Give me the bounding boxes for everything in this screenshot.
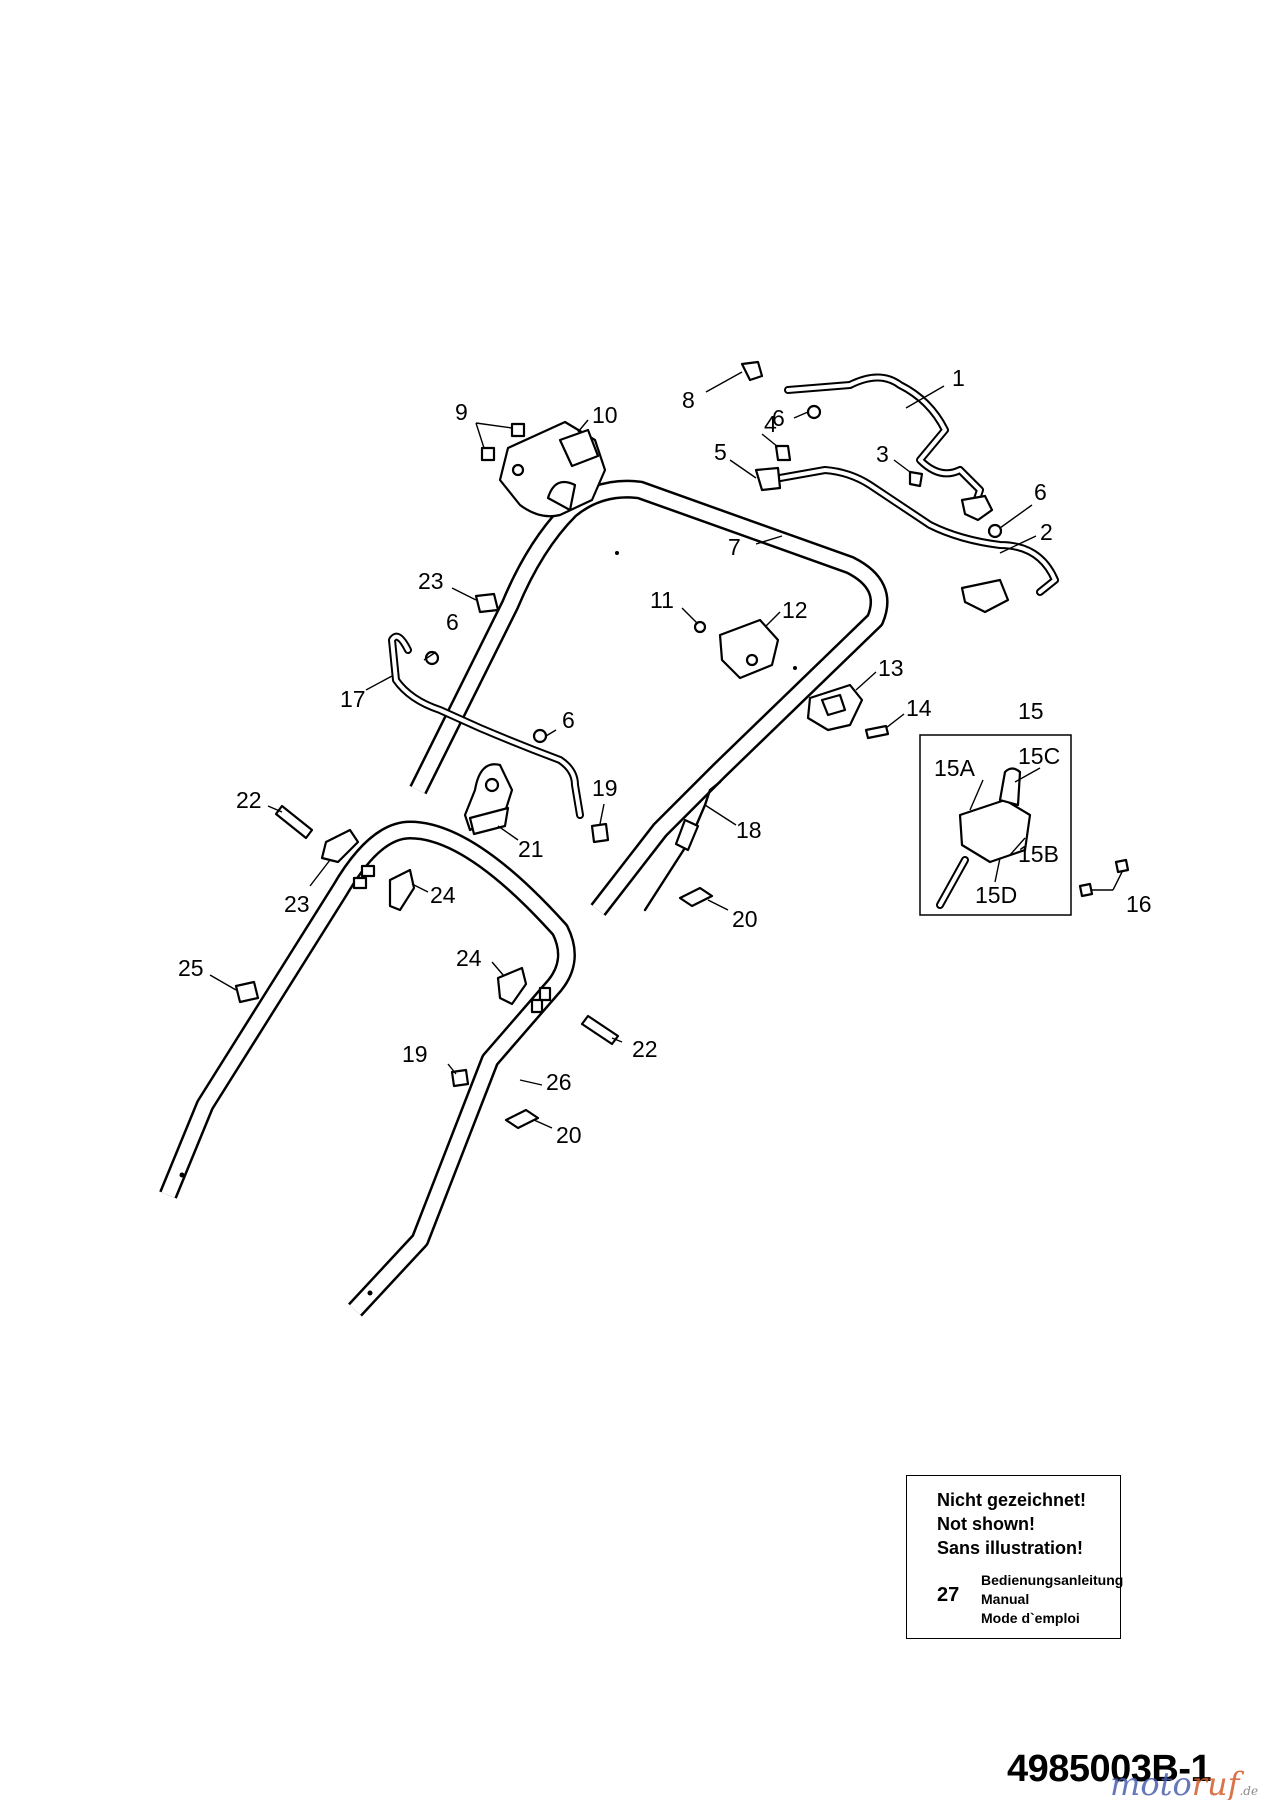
callout-12: 12 (782, 597, 808, 623)
cover-housing-part-10 (498, 420, 607, 518)
callout-17: 17 (340, 686, 366, 712)
callout-15a: 15A (934, 755, 976, 781)
callout-19-upper: 19 (592, 775, 618, 801)
callout-6-upper: 6 (772, 405, 785, 431)
not-shown-line-de: Nicht gezeichnet! (937, 1490, 1087, 1510)
callout-24-upper: 24 (430, 882, 456, 908)
callout-16: 16 (1126, 891, 1152, 917)
not-shown-item-number: 27 (937, 1584, 960, 1606)
control-assembly-box-part-15 (919, 734, 1072, 916)
callout-1: 1 (952, 365, 965, 391)
callout-6-right: 6 (1034, 479, 1047, 505)
manual-name-en: Manual (981, 1591, 1030, 1607)
callout-3: 3 (876, 441, 889, 467)
not-shown-box: Nicht gezeichnet! Not shown! Sans illust… (906, 1475, 1124, 1639)
callout-2: 2 (1040, 519, 1053, 545)
callout-10: 10 (592, 402, 618, 428)
callout-20-upper: 20 (732, 906, 758, 932)
callout-5: 5 (714, 439, 727, 465)
callout-26: 26 (546, 1069, 572, 1095)
upper-handle-part-7 (409, 479, 889, 916)
manual-name-de: Bedienungsanleitung (981, 1572, 1124, 1588)
hardware-parts (234, 360, 1130, 1130)
callout-21: 21 (518, 836, 544, 862)
callout-18: 18 (736, 817, 762, 843)
callout-22-left: 22 (236, 787, 262, 813)
callout-23-upper: 23 (418, 568, 444, 594)
callout-19-lower: 19 (402, 1041, 428, 1067)
callout-25: 25 (178, 955, 204, 981)
callout-7: 7 (728, 534, 741, 560)
callout-14: 14 (906, 695, 932, 721)
callout-15c: 15C (1018, 743, 1060, 769)
clip-part-12 (718, 618, 780, 680)
callout-24-lower: 24 (456, 945, 482, 971)
callout-6-middle: 6 (562, 707, 575, 733)
callout-15: 15 (1018, 698, 1044, 724)
callout-4: 4 (764, 411, 777, 437)
callout-9: 9 (455, 399, 468, 425)
not-shown-line-en: Not shown! (937, 1514, 1035, 1534)
watermark-part1: moto (1110, 1765, 1192, 1800)
bracket-part-21 (463, 763, 514, 836)
manual-name-fr: Mode d`emploi (981, 1610, 1080, 1626)
watermark-suffix: .de (1239, 1784, 1259, 1798)
document-id: 4985003B-1 (1007, 1748, 1212, 1790)
bracket-part-13 (806, 683, 864, 732)
watermark-logo: motoruf.de (1110, 1765, 1258, 1800)
callout-15b: 15B (1018, 841, 1059, 867)
lever-part-2 (776, 466, 1059, 614)
leader-lines (209, 371, 1123, 1129)
callout-labels: 1 2 3 4 5 6 6 6 6 7 8 9 10 11 12 13 14 1… (178, 365, 1152, 1148)
watermark-part2: ruf (1191, 1765, 1240, 1800)
callout-11: 11 (650, 587, 674, 613)
callout-22-right: 22 (632, 1036, 658, 1062)
callout-8: 8 (682, 387, 695, 413)
callout-20-lower: 20 (556, 1122, 582, 1148)
callout-13: 13 (878, 655, 904, 681)
callout-15d: 15D (975, 882, 1017, 908)
callout-23-lower: 23 (284, 891, 310, 917)
wire-bail-part-17 (388, 632, 584, 819)
not-shown-line-fr: Sans illustration! (937, 1538, 1084, 1558)
lower-handle-part-26 (159, 820, 576, 1317)
lever-part-1 (784, 373, 994, 522)
callout-6-left: 6 (446, 609, 459, 635)
